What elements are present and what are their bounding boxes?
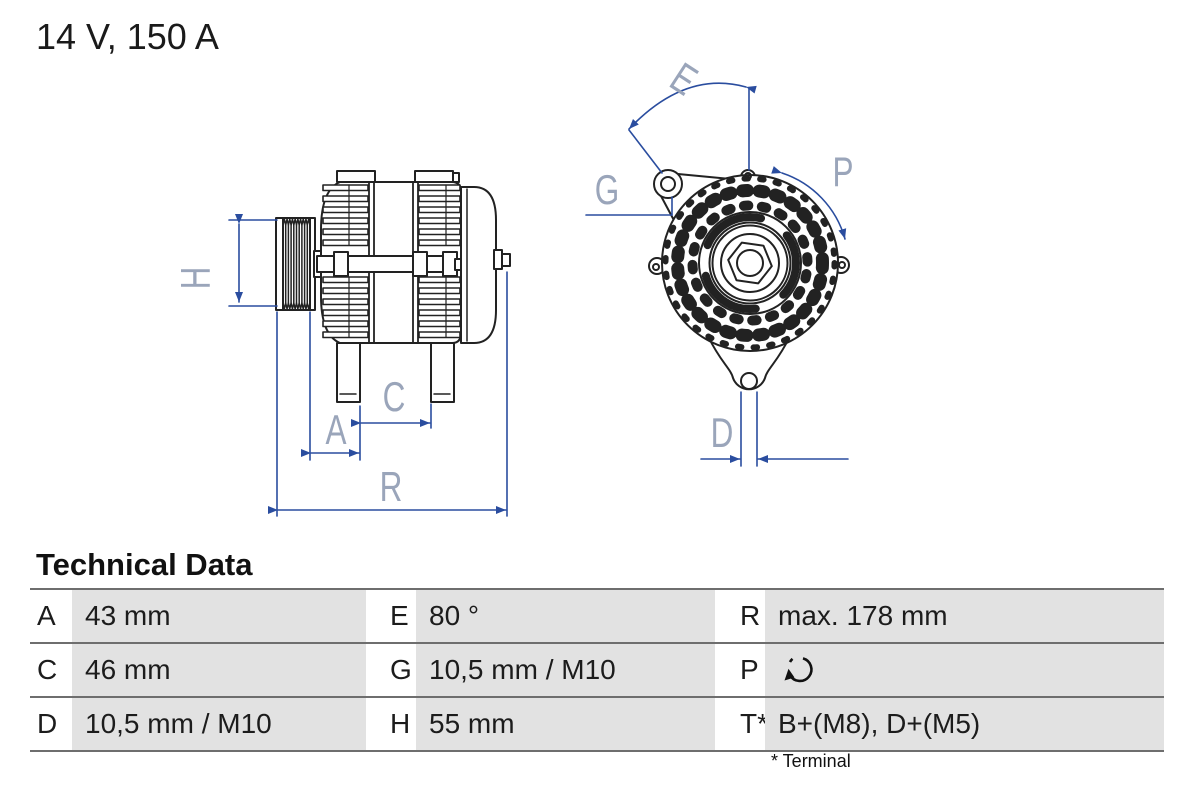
side-view [275, 170, 511, 403]
dim-value: 46 mm [72, 644, 366, 696]
dimension-label-e: E [662, 53, 706, 104]
column-gap [366, 644, 383, 696]
dimension-label-h: H [172, 267, 220, 290]
dimension-label-a: A [325, 406, 346, 454]
dim-key: H [383, 698, 416, 750]
column-gap [715, 698, 733, 750]
dim-key: T* [733, 698, 768, 750]
terminal-footnote: * Terminal [771, 751, 851, 771]
pulley [275, 217, 316, 311]
dim-key: C [30, 644, 72, 696]
front-view [648, 169, 850, 391]
shaft-nut [727, 241, 773, 285]
dimension-label-d: D [711, 409, 734, 457]
dim-value: 55 mm [416, 698, 715, 750]
dim-value: max. 178 mm [765, 590, 1164, 642]
dim-key: A [30, 590, 72, 642]
dimension-label-p: P [832, 148, 853, 196]
table-row: C 46 mm G 10,5 mm / M10 P [30, 642, 1164, 696]
front-view-dimensions [585, 82, 849, 467]
table-row: A 43 mm E 80 ° R max. 178 mm [30, 588, 1164, 642]
side-view-dimensions [228, 214, 508, 517]
mounting-legs [336, 342, 455, 403]
dim-key: P [733, 644, 765, 696]
adjustment-lug [653, 169, 683, 199]
product-rating: 14 V, 150 A [36, 16, 219, 57]
dimension-label-g: G [595, 166, 620, 214]
dimension-label-c: C [383, 373, 406, 421]
vent-slots [671, 184, 829, 342]
dim-key: D [30, 698, 72, 750]
dim-value: 10,5 mm / M10 [72, 698, 366, 750]
rotation-direction-icon [784, 657, 813, 683]
dim-key: R [733, 590, 765, 642]
dim-value: 80 ° [416, 590, 715, 642]
dimension-label-r: R [380, 463, 403, 511]
dim-value [765, 644, 1164, 696]
column-gap [366, 590, 383, 642]
dim-key: E [383, 590, 416, 642]
dim-value: B+(M8), D+(M5) [765, 698, 1164, 750]
table-row: D 10,5 mm / M10 H 55 mm T* B+(M8), D+(M5… [30, 696, 1164, 752]
section-title: Technical Data [36, 547, 253, 582]
column-gap [715, 644, 733, 696]
column-gap [366, 698, 383, 750]
terminal-stud [493, 249, 511, 270]
dim-key: G [383, 644, 416, 696]
dim-value: 10,5 mm / M10 [416, 644, 715, 696]
rear-cover [460, 186, 497, 344]
alternator-drawing: H A C R [172, 53, 854, 517]
column-gap [715, 590, 733, 642]
dim-value: 43 mm [72, 590, 366, 642]
technical-data-table: A 43 mm E 80 ° R max. 178 mm C 46 mm G 1… [30, 588, 1164, 752]
housing-body [316, 170, 464, 344]
